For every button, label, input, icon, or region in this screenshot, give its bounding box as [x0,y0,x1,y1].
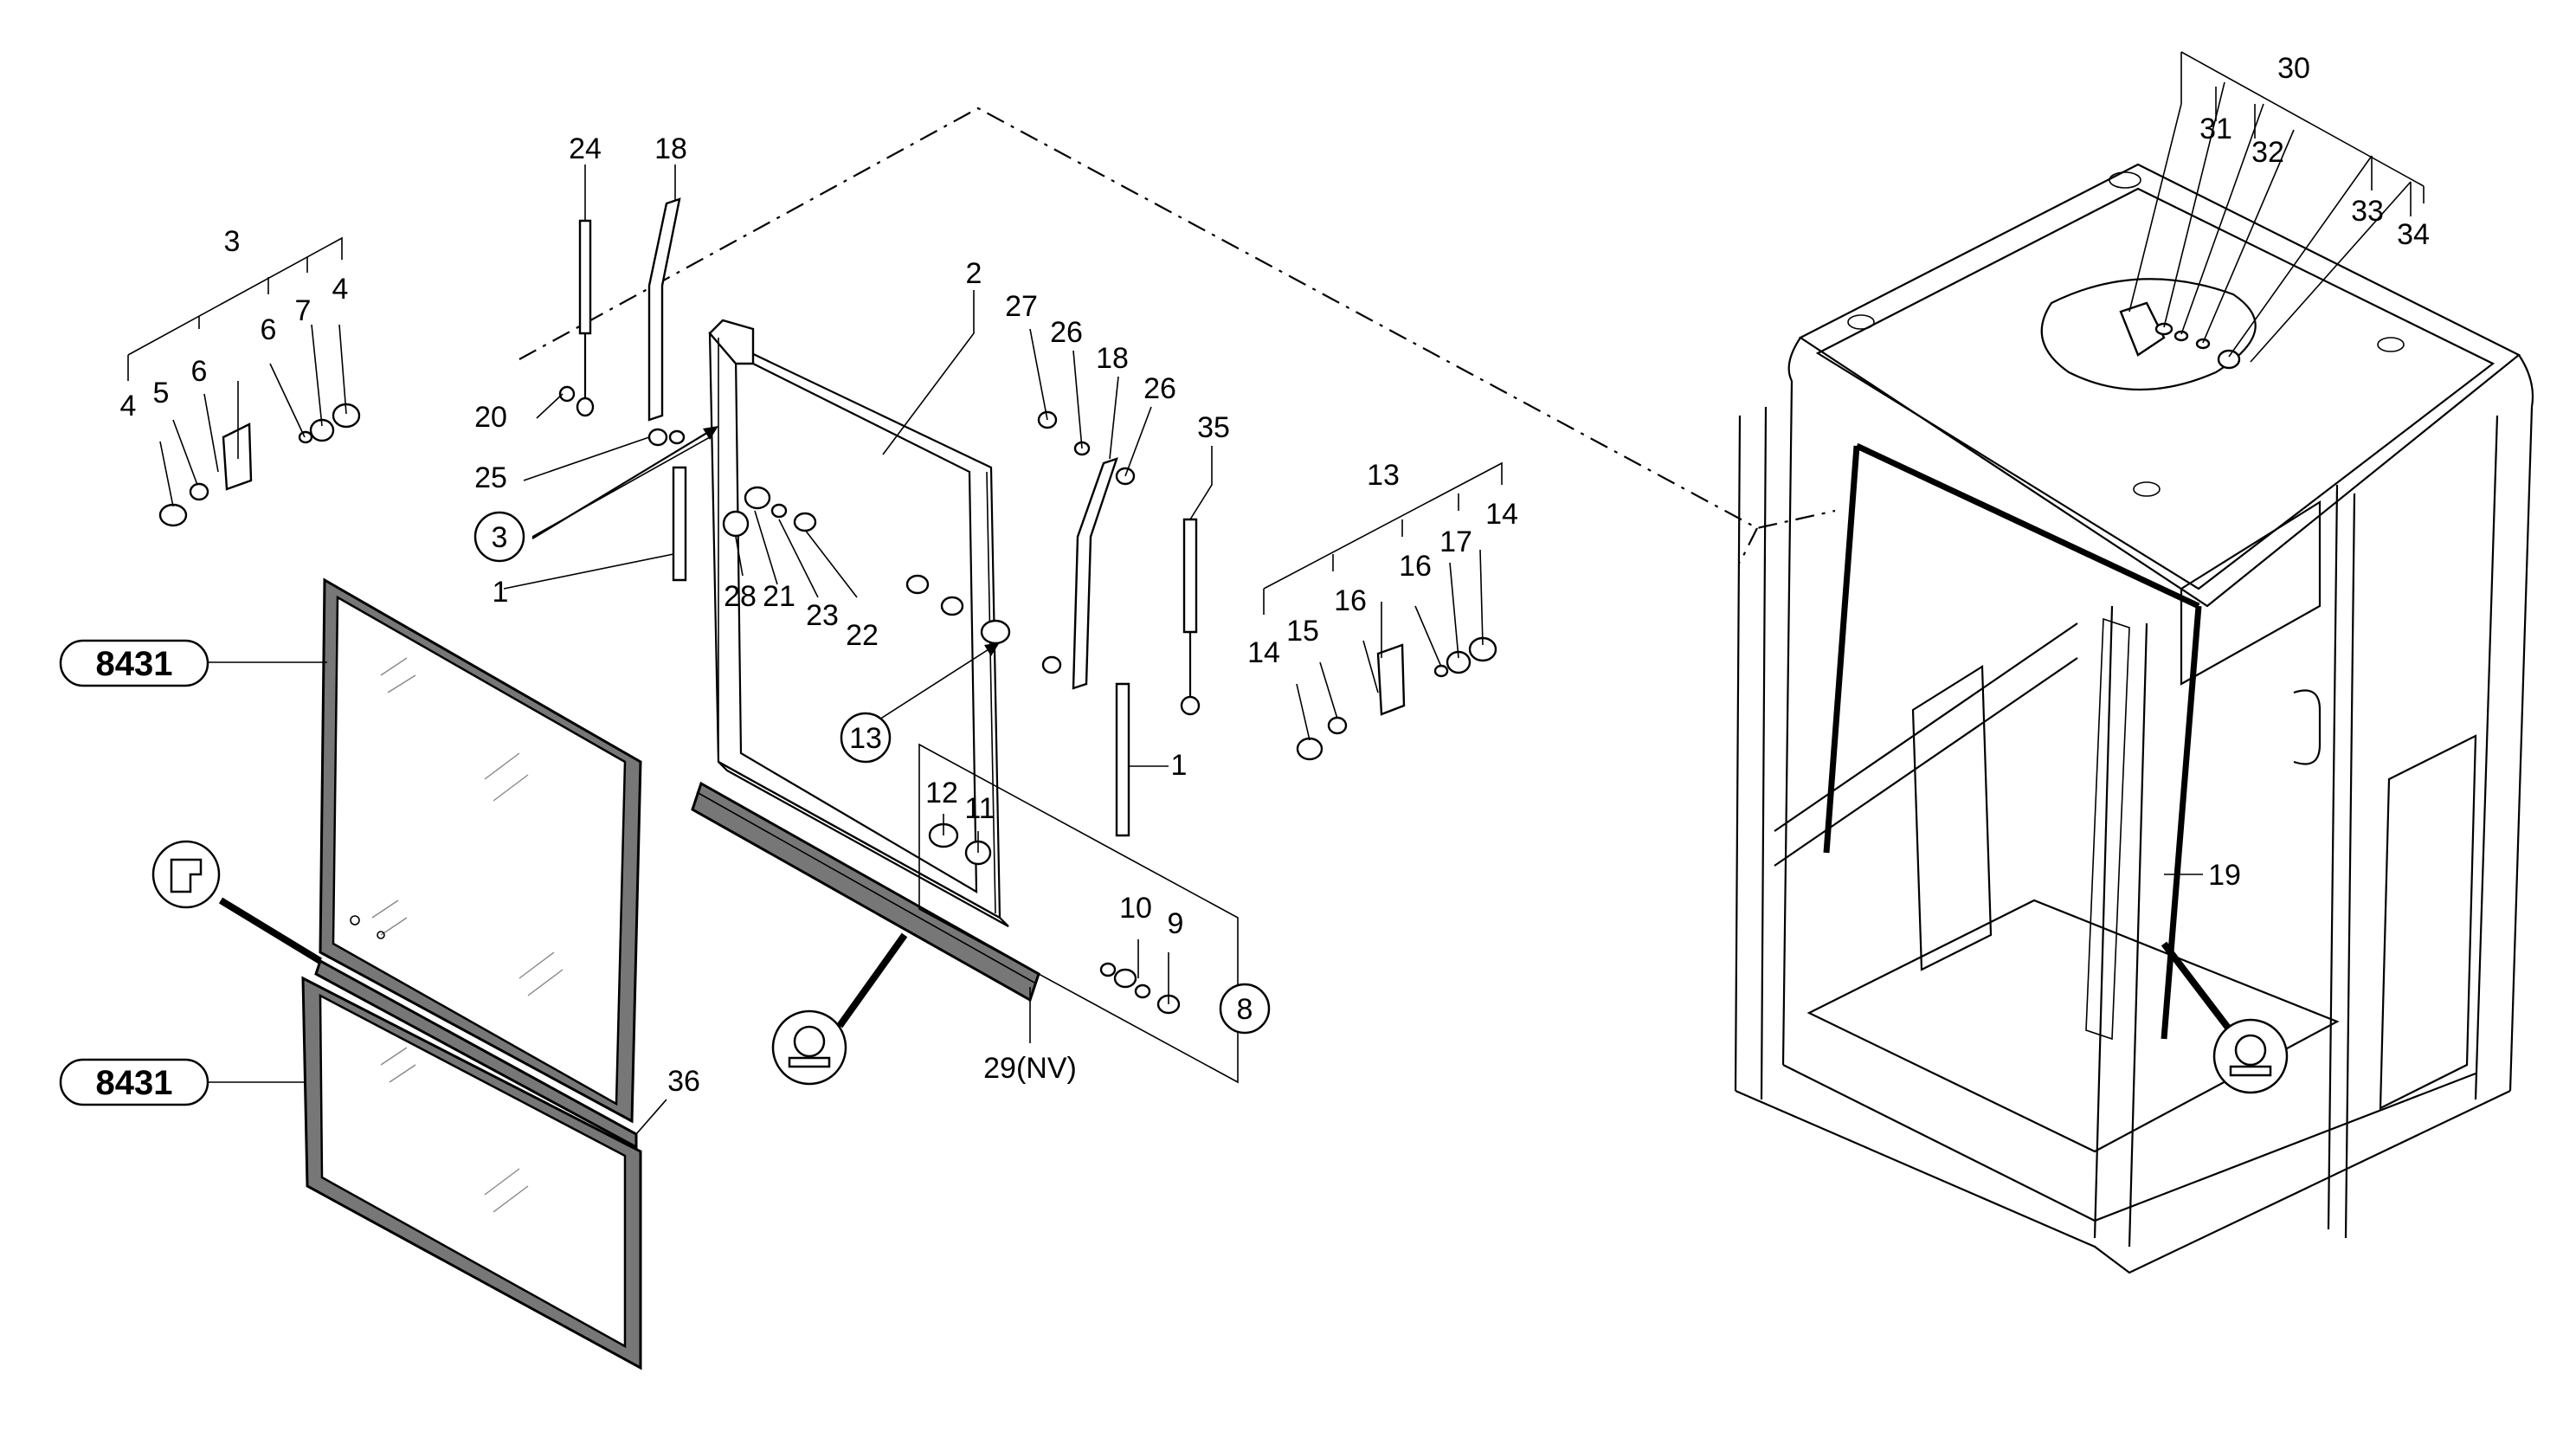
label-32: 32 [2251,136,2284,169]
label-33: 33 [2351,195,2384,228]
callout-8-text: 8 [1237,993,1253,1026]
hatch-hinge-parts [2119,301,2241,370]
arrow-3 [531,428,715,539]
label-26a: 26 [1050,316,1083,349]
latch-assembly-right [1296,636,1497,761]
callout-circle-8 [1219,983,1271,1035]
gas-strut-35 [1180,518,1201,716]
lower-glass-panel [301,976,642,1370]
bracket-18-left [647,197,681,422]
label-34: 34 [2397,218,2430,251]
label-13: 13 [1367,459,1400,492]
adhesive-icon [2212,1018,2289,1094]
label-21: 21 [763,580,795,613]
label-4a: 4 [120,390,137,422]
ref-8431-lower: 8431 [96,1064,173,1102]
guide-rail-left [672,466,687,582]
label-1a: 1 [493,576,509,609]
label-36: 36 [667,1065,700,1098]
seal-profile-icon [151,840,221,909]
label-3: 3 [224,225,241,258]
guide-rail-right [1115,682,1130,837]
leader-lines [127,51,2425,1135]
pointer-seal-profile [218,897,323,964]
label-10: 10 [1119,892,1152,925]
ref-8431-upper: 8431 [96,645,173,683]
ref-oval-upper [59,639,209,687]
label-7: 7 [295,294,312,327]
label-6a: 6 [191,355,208,388]
label-14a: 14 [1247,636,1280,669]
window-frame [691,319,1040,1003]
label-22: 22 [846,619,879,652]
label-12: 12 [925,777,958,809]
label-2: 2 [966,257,982,290]
label-23: 23 [806,599,839,632]
label-18b: 18 [1096,342,1129,375]
seal-strip-36 [314,958,638,1150]
label-20: 20 [474,401,507,434]
label-5: 5 [153,377,170,409]
callout-13-text: 13 [849,722,882,755]
adhesive-icon [771,1009,847,1086]
label-15: 15 [1286,615,1319,648]
label-18a: 18 [654,132,687,165]
label-31: 31 [2199,113,2232,145]
arrowhead-3 [703,426,718,440]
label-29nv: 29(NV) [983,1052,1077,1085]
label-14b: 14 [1485,498,1518,531]
label-27: 27 [1005,290,1038,323]
label-16a: 16 [1334,584,1367,617]
label-16b: 16 [1399,550,1432,583]
part-number-labels: 3 4 5 6 6 7 4 24 18 20 25 1 2 27 26 18 2… [120,52,2430,1098]
label-28: 28 [724,580,757,613]
pointer-adhesive-right [2161,941,2237,1037]
label-11: 11 [964,792,995,825]
label-4b: 4 [332,273,349,306]
arrowhead-13 [984,642,1000,656]
label-26b: 26 [1143,372,1176,405]
callout-circle-3 [473,511,525,563]
label-6b: 6 [261,313,277,346]
label-24: 24 [569,132,602,165]
cab-structure [1734,163,2534,1274]
label-35: 35 [1197,411,1230,444]
latch-assembly-left [158,403,361,527]
callout-3-text: 3 [492,521,508,554]
label-25: 25 [474,461,507,494]
bracket-18-right [1072,457,1118,690]
assembly-line [518,106,1836,564]
label-1b: 1 [1171,749,1188,782]
label-9: 9 [1168,907,1184,940]
upper-glass-panel [319,577,642,1124]
label-19: 19 [2208,859,2241,892]
label-17: 17 [1439,526,1472,558]
frame-fasteners [558,385,1181,1015]
callout-circle-13 [840,712,892,764]
label-30: 30 [2277,52,2310,85]
gas-strut-24 [576,219,595,417]
pointer-adhesive-left [836,932,908,1029]
ref-oval-lower [59,1058,209,1106]
